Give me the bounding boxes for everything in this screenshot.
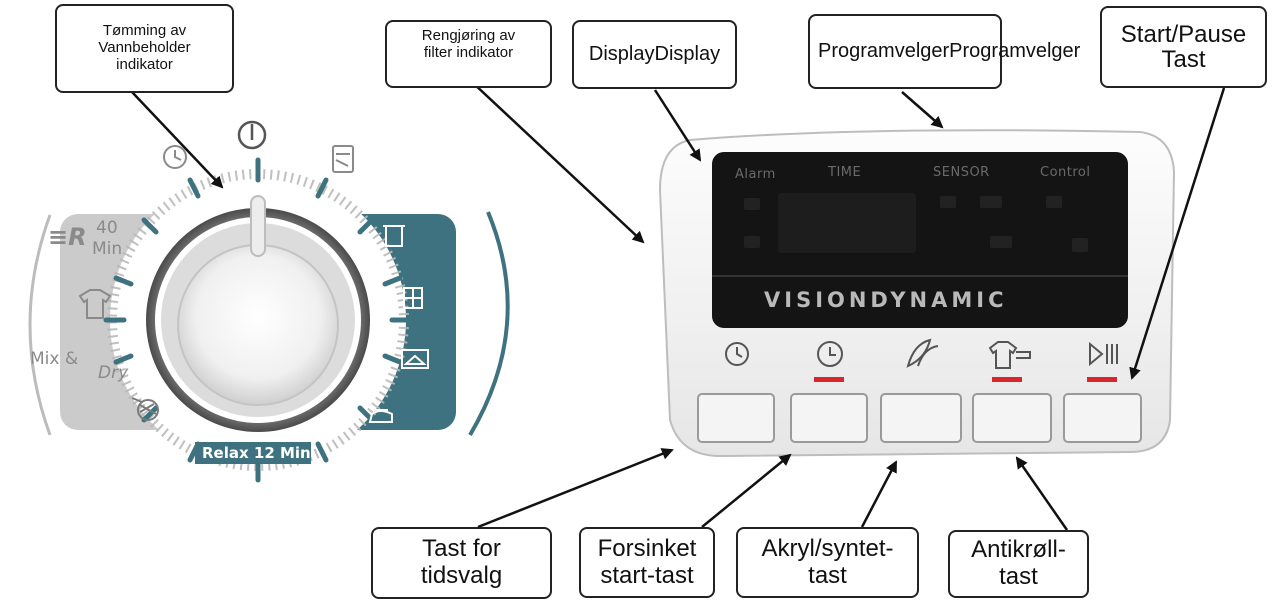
dial-dry-label: Dry xyxy=(98,363,129,383)
dial-knob-face xyxy=(177,244,339,406)
clock-icon xyxy=(725,342,749,366)
arrow-time-select xyxy=(477,448,674,529)
drying-card-icon xyxy=(332,145,354,173)
hanger-icon xyxy=(401,349,429,369)
wool-yarn-icon xyxy=(131,397,159,421)
panel-label-alarm: Alarm xyxy=(735,167,776,182)
arrow-acrylic-synthetic xyxy=(860,460,898,528)
anti-crease-icon xyxy=(988,341,1031,369)
panel-label-time: TIME xyxy=(827,165,861,180)
arrow-program-selector xyxy=(901,91,944,129)
control-panel: Alarm TIME SENSOR Control VISIONDYNAMIC xyxy=(658,129,1176,458)
acrylic-synthetic-button[interactable] xyxy=(880,393,962,443)
hanging-garment-icon xyxy=(383,225,405,247)
timer-icon xyxy=(163,145,187,169)
panel-label-sensor: SENSOR xyxy=(933,165,990,180)
arrow-display xyxy=(653,89,702,162)
callout-anti-crease: Antikrøll- tast xyxy=(948,530,1089,598)
play-pause-icon xyxy=(1089,341,1118,367)
arrow-delayed-start xyxy=(701,453,792,528)
arrow-filter-indicator xyxy=(471,81,645,244)
iron-icon xyxy=(368,409,393,423)
time-select-button[interactable] xyxy=(697,393,775,443)
delay-start-icon xyxy=(817,341,843,367)
callout-arrows xyxy=(131,81,1226,531)
power-icon xyxy=(237,120,267,150)
shirt-icon xyxy=(78,289,112,319)
svg-text:≡R: ≡R xyxy=(48,223,87,251)
dial-knob-pointer xyxy=(250,195,266,257)
arrow-drain-indicator xyxy=(131,91,224,189)
feather-icon xyxy=(906,338,939,368)
dial-outer-arc-left xyxy=(28,214,52,436)
cabinet-icon xyxy=(403,287,423,309)
dial-40-label: 40 xyxy=(96,218,118,238)
arrow-anti-crease xyxy=(1015,456,1069,531)
anti-crease-button[interactable] xyxy=(972,393,1052,443)
callout-start-pause: Start/Pause Tast xyxy=(1100,6,1267,88)
callout-program-selector: ProgramvelgerProgramvelger xyxy=(808,14,1080,89)
start-pause-button[interactable] xyxy=(1063,393,1142,443)
callout-time-select: Tast for tidsvalg xyxy=(371,527,552,599)
dial-min-label: Min xyxy=(92,239,122,259)
panel-brand: VISIONDYNAMIC xyxy=(764,288,1008,312)
express-refresh-icon: ≡R xyxy=(48,223,87,251)
dial-outer-arc-right xyxy=(468,211,510,437)
callout-drain-indicator: Tømming av Vannbeholder indikator xyxy=(55,4,234,93)
callout-acrylic-synthetic: Akryl/syntet- tast xyxy=(736,527,919,598)
dial-mix-label: Mix & xyxy=(30,349,78,369)
arrow-start-pause xyxy=(1129,87,1226,380)
callout-delayed-start: Forsinket start-tast xyxy=(579,527,715,598)
relax-label-box xyxy=(195,442,311,464)
anti-crease-indicator xyxy=(992,377,1022,382)
panel-label-control: Control xyxy=(1040,165,1091,180)
delay-start-indicator xyxy=(814,377,844,382)
program-dial: ≡R 40 Min Mix & Dry xyxy=(28,120,510,483)
relax-label: Relax 12 Min xyxy=(202,444,311,462)
delayed-start-button[interactable] xyxy=(790,393,868,443)
callout-display: DisplayDisplay xyxy=(572,20,737,89)
display-digit-area xyxy=(778,193,916,253)
callout-filter-indicator: Rengjøring av filter indikator xyxy=(385,20,552,88)
start-pause-indicator xyxy=(1087,377,1117,382)
display-segments xyxy=(744,196,1088,252)
